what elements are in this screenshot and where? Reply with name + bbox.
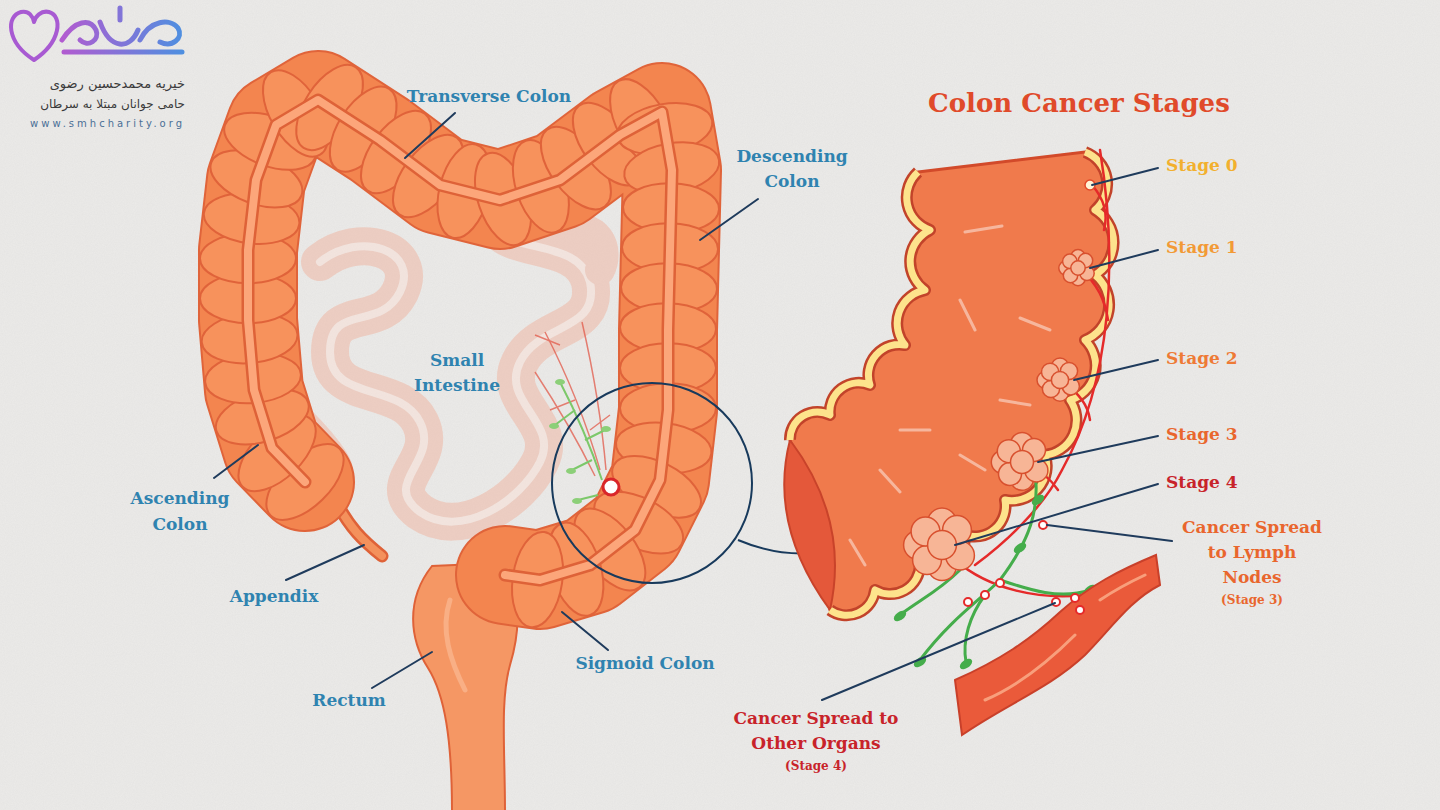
lymph-node bbox=[1071, 594, 1079, 602]
part-name: Small Intestine bbox=[387, 348, 527, 398]
lymph-leaf bbox=[958, 657, 974, 672]
stage-label: Stage 1 bbox=[1166, 236, 1296, 258]
surface-highlight bbox=[1020, 318, 1050, 330]
tumour-stage-2 bbox=[1051, 371, 1068, 388]
colon-section-body bbox=[790, 152, 1114, 615]
mucosa-lining bbox=[790, 172, 930, 440]
blood-vessel bbox=[1092, 185, 1106, 230]
surface-highlight bbox=[850, 540, 865, 565]
part-name: Ascending Colon bbox=[110, 485, 250, 537]
cut-face bbox=[784, 440, 835, 610]
tumour-stage-3 bbox=[1011, 451, 1034, 474]
spread-note: Cancer Spread to Lymph Nodes bbox=[1182, 515, 1322, 590]
charity-name: خیریه محمدحسین رضوی bbox=[5, 75, 185, 93]
blood-vessel bbox=[955, 560, 1085, 596]
blood-vessel bbox=[975, 150, 1109, 565]
spread-note: Cancer Spread to Other Organs bbox=[716, 706, 916, 756]
surface-highlight bbox=[900, 429, 930, 432]
taenia-band-outline bbox=[248, 100, 672, 580]
taenia-band bbox=[248, 100, 672, 580]
stage-note: (Stage 4) bbox=[756, 759, 876, 773]
stage-label: Stage 2 bbox=[1166, 347, 1296, 369]
surface-highlight bbox=[880, 470, 900, 492]
stage-note: (Stage 3) bbox=[1192, 593, 1312, 607]
part-name: Appendix bbox=[204, 585, 344, 607]
lymph-leaf bbox=[892, 609, 908, 624]
lymph-node bbox=[964, 598, 972, 606]
surface-highlight bbox=[960, 455, 985, 470]
stage-label: Stage 3 bbox=[1166, 423, 1296, 445]
large-intestine bbox=[200, 54, 724, 631]
part-name: Sigmoid Colon bbox=[545, 652, 745, 674]
leader-lines bbox=[214, 113, 1172, 700]
lymph-leaf bbox=[1030, 493, 1046, 508]
charity-url: www.smhcharity.org bbox=[5, 117, 185, 131]
chart-title: Colon Cancer Stages bbox=[928, 86, 1348, 120]
surface-highlight bbox=[1000, 400, 1030, 405]
tumour-dot bbox=[603, 479, 619, 495]
part-name: Descending Colon bbox=[717, 144, 867, 194]
lymph-node bbox=[996, 579, 1004, 587]
magnifier-circle bbox=[552, 383, 752, 583]
part-name: Transverse Colon bbox=[379, 85, 599, 107]
part-name: Rectum bbox=[289, 689, 409, 711]
charity-logo bbox=[11, 8, 182, 60]
tumour-stage-4 bbox=[928, 531, 957, 560]
lymph-node bbox=[1039, 521, 1047, 529]
other-organ bbox=[955, 555, 1160, 735]
lymph-vessel bbox=[1000, 580, 1090, 594]
lymph-node bbox=[981, 591, 989, 599]
stage-label: Stage 4 bbox=[1166, 471, 1296, 493]
tumour-stage-1 bbox=[1071, 261, 1085, 275]
wall-outline bbox=[790, 172, 930, 440]
surface-highlight bbox=[960, 300, 975, 330]
lymph-vessel bbox=[965, 595, 985, 662]
surface-highlight bbox=[965, 226, 1002, 232]
charity-tagline: حامی جوانان مبتلا به سرطان bbox=[5, 95, 185, 113]
stage-label: Stage 0 bbox=[1166, 154, 1296, 176]
zoomed-colon-section bbox=[784, 150, 1160, 735]
organ-highlight bbox=[985, 575, 1145, 700]
rectum-highlight bbox=[446, 600, 465, 690]
lymph-node bbox=[1076, 606, 1084, 614]
lymph-leaf bbox=[1012, 541, 1028, 556]
